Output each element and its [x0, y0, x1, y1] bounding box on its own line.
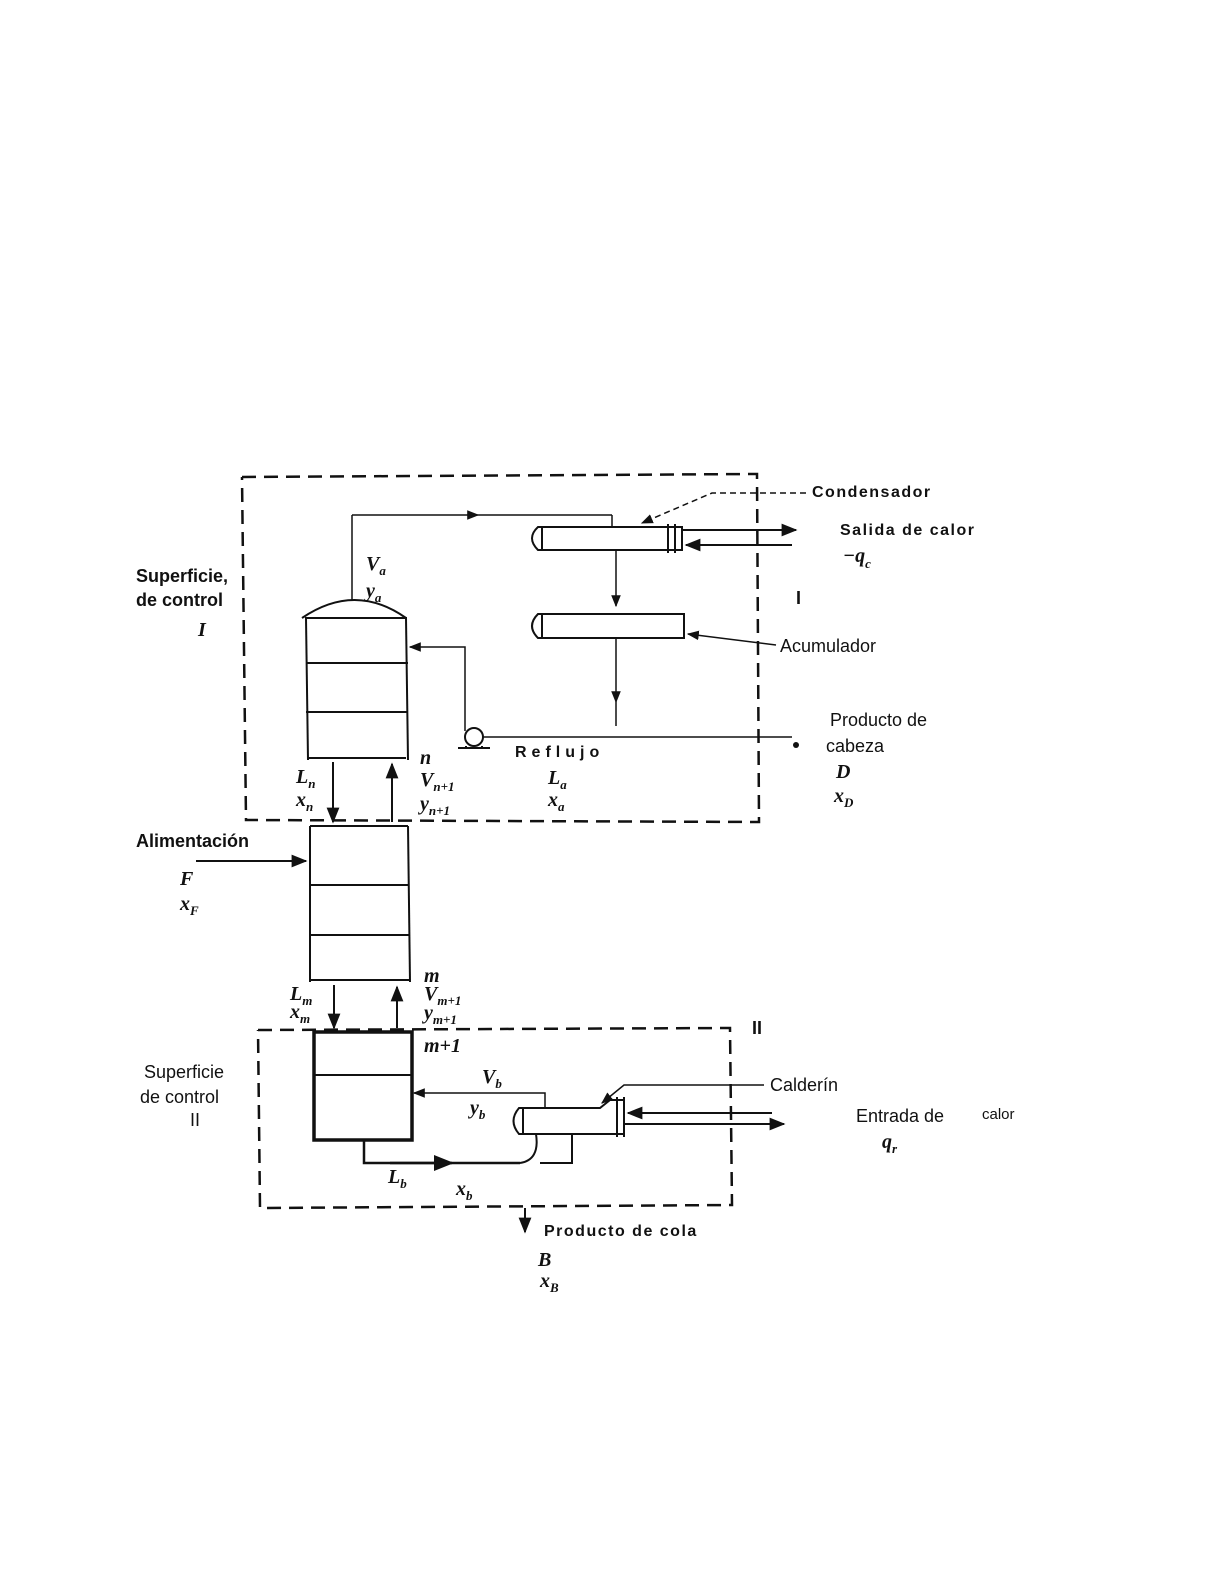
calderin-label: Calderín — [770, 1075, 838, 1095]
bottoms-to-reboiler — [364, 1140, 520, 1163]
superficie-I-line2: de control — [136, 590, 223, 610]
column-middle-section — [310, 826, 410, 982]
reflujo-label: Reflujo — [515, 744, 604, 761]
condenser — [532, 524, 682, 553]
control-surface-II — [258, 1028, 732, 1208]
producto-cola-label: Producto de cola — [544, 1223, 698, 1240]
reboiler — [514, 1097, 625, 1137]
calderin-leader — [602, 1085, 764, 1103]
ya-label: ya — [364, 580, 382, 605]
entrada-calor-label-2: calor — [982, 1106, 1015, 1123]
xa-label: xa — [547, 789, 565, 814]
condensador-label: Condensador — [812, 484, 932, 501]
xn-label: xn — [295, 789, 313, 814]
producto-cabeza-line1: Producto de — [830, 710, 927, 730]
accumulator-leader — [688, 634, 776, 645]
reflux-pump — [458, 728, 490, 748]
Ln-label: Ln — [295, 766, 315, 791]
plate-n-label: n — [420, 747, 431, 769]
xb-label: xb — [455, 1178, 473, 1203]
condenser-leader — [642, 493, 806, 523]
Va-label: Va — [366, 553, 386, 578]
accumulator — [532, 614, 684, 638]
qr-label: qr — [882, 1131, 898, 1156]
superficie-II-number: II — [190, 1110, 200, 1130]
column-upper-section — [302, 600, 408, 760]
xF-label: xF — [179, 893, 199, 918]
producto-cabeza-line2: cabeza — [826, 736, 885, 756]
qc-label: −qc — [843, 545, 871, 571]
F-label: F — [179, 868, 194, 890]
Lb-label: Lb — [387, 1166, 407, 1191]
plate-m1-label: m+1 — [424, 1035, 461, 1057]
distillate-outlet-dot — [793, 742, 799, 748]
Vn1-label: Vn+1 — [420, 769, 454, 794]
reboiler-inlet — [520, 1134, 537, 1163]
D-label: D — [835, 761, 850, 783]
superficie-II-line2: de control — [140, 1087, 219, 1107]
region-II-label: II — [752, 1018, 762, 1038]
yn1-label: yn+1 — [418, 793, 450, 818]
B-label: B — [537, 1249, 551, 1271]
superficie-II-line1: Superficie — [144, 1062, 224, 1082]
superficie-I-line1: Superficie, — [136, 566, 228, 586]
xD-label: xD — [833, 785, 854, 810]
superficie-I-number: I — [197, 619, 207, 641]
xB-label: xB — [539, 1270, 559, 1295]
Vb-label: Vb — [482, 1066, 502, 1091]
alimentacion-label: Alimentación — [136, 831, 249, 851]
yb-label: yb — [468, 1097, 486, 1122]
salida-calor-label: Salida de calor — [840, 522, 975, 539]
reboiler-vapour-return — [414, 1093, 545, 1108]
reflux-return-line — [410, 647, 465, 731]
reboiler-outlet — [540, 1134, 572, 1163]
acumulador-label: Acumulador — [780, 636, 876, 656]
region-I-label: I — [796, 588, 801, 608]
column-bottom-section — [314, 1032, 412, 1140]
entrada-calor-label: Entrada de — [856, 1106, 944, 1126]
